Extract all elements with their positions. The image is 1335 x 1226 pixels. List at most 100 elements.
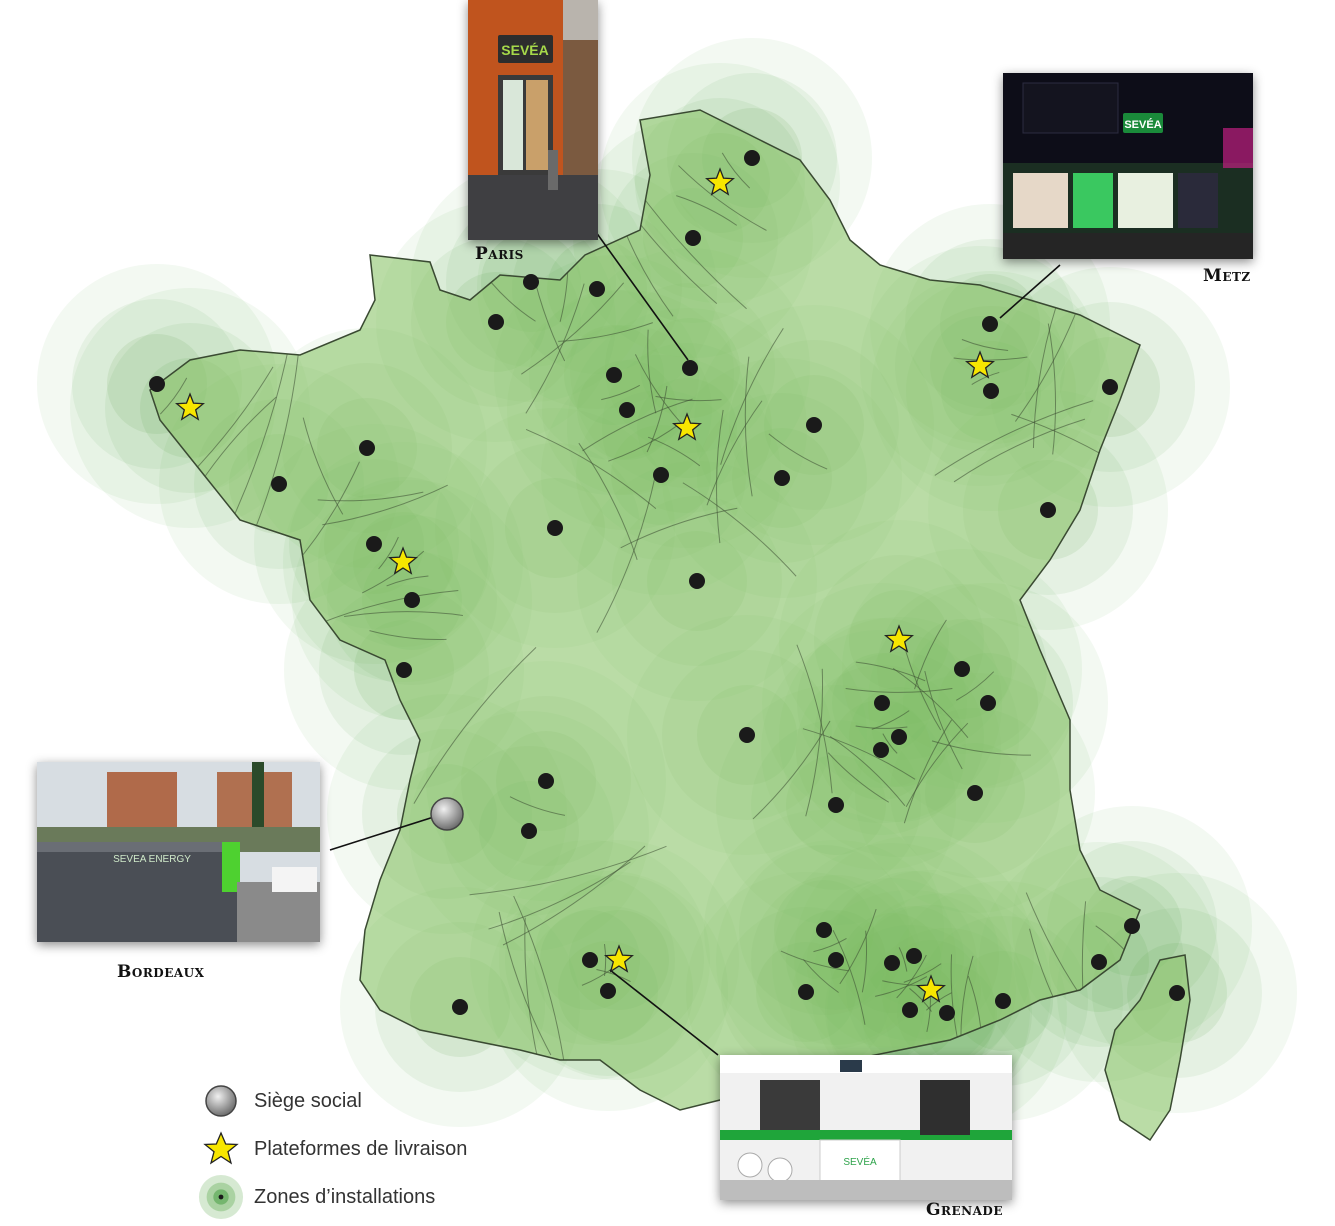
metz-sign-text: SEVÉA — [1124, 118, 1161, 131]
zone-target-icon — [198, 1174, 244, 1220]
installer-dot — [1102, 379, 1118, 395]
department-border-line — [319, 590, 459, 624]
department-border-line — [768, 433, 828, 470]
installer-dot — [452, 999, 468, 1015]
installer-dot — [816, 922, 832, 938]
department-border-line — [898, 947, 908, 972]
department-border-line — [813, 937, 847, 953]
star-icon — [198, 1126, 244, 1172]
department-border-line — [839, 908, 877, 985]
department-border-line — [558, 322, 653, 342]
installer-dot — [404, 592, 420, 608]
bordeaux-sign-text: SEVEA ENERGY — [113, 854, 191, 865]
installer-dot — [798, 984, 814, 1000]
france-land — [149, 109, 1191, 1142]
department-border-line — [855, 725, 908, 729]
installer-dot — [1040, 502, 1056, 518]
department-border-line — [845, 688, 953, 693]
department-border-line — [596, 476, 656, 633]
paris-sign-text: SEVÉA — [501, 42, 548, 58]
installer-dot — [396, 662, 412, 678]
installer-dot — [874, 695, 890, 711]
department-border-line — [678, 165, 767, 231]
delivery-platform-star — [672, 412, 702, 441]
installer-dot — [744, 150, 760, 166]
installer-dot — [1169, 985, 1185, 1001]
installer-dot — [891, 729, 907, 745]
installer-dot — [806, 417, 822, 433]
department-border-line — [829, 735, 906, 806]
department-border-line — [721, 152, 751, 189]
installer-dot — [521, 823, 537, 839]
installer-dot — [685, 230, 701, 246]
installer-dot — [359, 440, 375, 456]
installer-dot — [906, 948, 922, 964]
department-border-line — [706, 400, 763, 506]
department-border-line — [934, 400, 1094, 476]
installer-dot — [983, 383, 999, 399]
installer-dot — [606, 367, 622, 383]
photo-connectors — [329, 227, 1061, 1056]
department-border-line — [1047, 323, 1056, 455]
installer-dot — [982, 316, 998, 332]
delivery-platform-star — [705, 167, 735, 196]
department-border-line — [413, 647, 537, 804]
installer-dot — [1124, 918, 1140, 934]
installer-dot — [873, 742, 889, 758]
installer-dot — [600, 983, 616, 999]
department-border-line — [601, 384, 640, 401]
legend-zone-label: Zones d’installations — [254, 1185, 436, 1208]
installer-dot — [980, 695, 996, 711]
delivery-platform-star — [916, 974, 946, 1003]
department-border-line — [961, 339, 1009, 351]
grenade-sign-text: SEVÉA — [843, 1155, 877, 1168]
department-border-line — [608, 423, 681, 462]
bordeaux-photo: SEVEA ENERGY — [37, 762, 320, 942]
installer-dot — [488, 314, 504, 330]
department-border-line — [317, 491, 424, 502]
grenade-photo: SEVÉA — [720, 1055, 1012, 1200]
installer-dot — [967, 785, 983, 801]
department-border-line — [378, 536, 399, 570]
department-border-line — [861, 930, 868, 993]
department-border-line — [525, 428, 657, 509]
department-border-line — [386, 575, 429, 587]
hq-circle-icon — [198, 1078, 244, 1124]
delivery-platform-star — [388, 546, 418, 575]
department-border-line — [646, 385, 668, 453]
department-border-line — [903, 719, 953, 824]
department-border-line — [582, 398, 693, 452]
department-border-line — [491, 282, 536, 322]
department-border-line — [256, 330, 301, 526]
department-border-line — [953, 418, 1086, 483]
installer-dot — [149, 376, 165, 392]
department-border-line — [905, 722, 969, 808]
department-border-line — [960, 955, 974, 1036]
installer-dot — [589, 281, 605, 297]
department-border-line — [780, 950, 850, 972]
metz-photo: SEVÉA — [1003, 73, 1253, 259]
department-border-line — [596, 968, 631, 982]
department-border-line — [676, 195, 738, 226]
department-border-line — [521, 282, 625, 375]
department-border-line — [855, 661, 926, 682]
installer-dot — [954, 661, 970, 677]
department-border-line — [953, 356, 1028, 361]
department-border-line — [924, 670, 963, 770]
department-border-line — [971, 371, 1000, 385]
department-border-line — [322, 484, 448, 526]
installer-dot — [828, 797, 844, 813]
installer-dot — [547, 520, 563, 536]
department-border-line — [647, 329, 657, 414]
department-border-line — [578, 442, 638, 560]
legend-platform: Plateformes de livraison — [198, 1126, 467, 1172]
installer-dot — [366, 536, 382, 552]
department-border-line — [832, 929, 866, 1025]
department-border-line — [502, 845, 646, 946]
delivery-platform-star — [175, 392, 205, 421]
city-label-paris: Paris — [475, 244, 524, 264]
installer-dot — [523, 274, 539, 290]
delivery-platform-star — [884, 624, 914, 653]
department-border-line — [882, 733, 898, 754]
department-border-line — [720, 328, 784, 465]
